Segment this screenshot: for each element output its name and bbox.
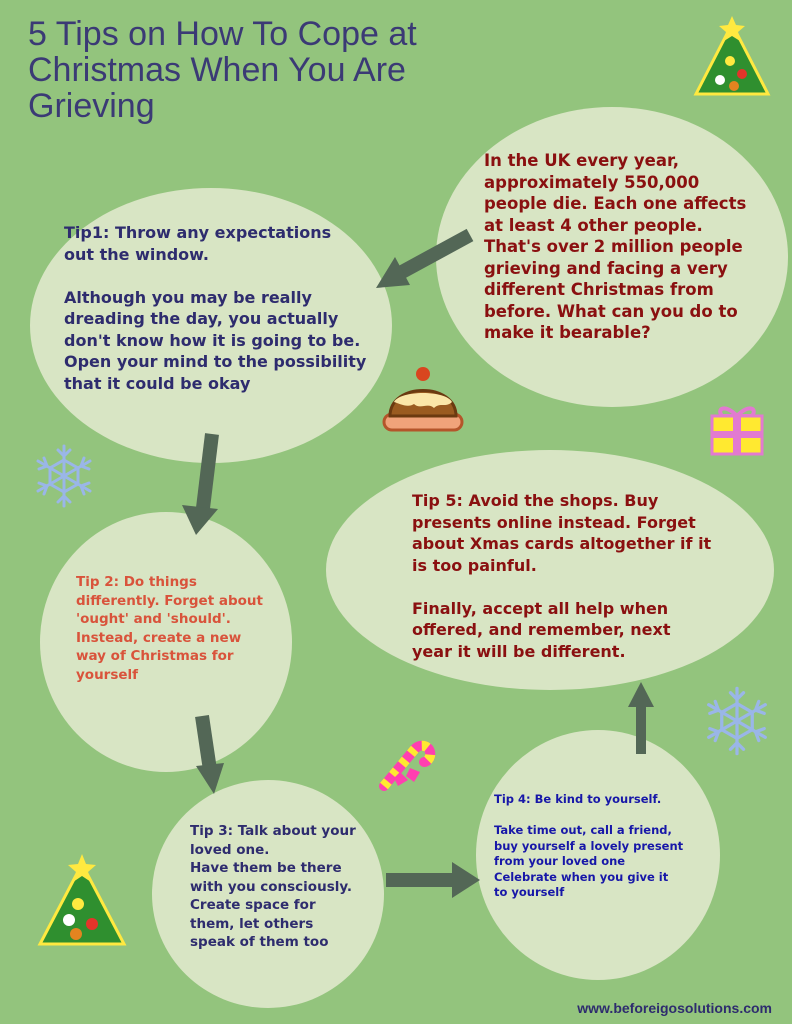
page-title: 5 Tips on How To Cope at Christmas When …	[28, 15, 417, 125]
arrow-tip3-to-tip4	[386, 862, 480, 898]
footer-url[interactable]: www.beforeigosolutions.com	[577, 1000, 772, 1016]
tip4-text: Tip 4: Be kind to yourself. Take time ou…	[494, 792, 684, 899]
arrow-tip4-to-tip5	[628, 682, 654, 754]
tip3-text: Tip 3: Talk about your loved one. Have t…	[190, 823, 356, 950]
arrow-intro-to-tip1	[376, 228, 474, 288]
tip1-bubble	[30, 188, 392, 463]
gift-icon	[710, 406, 764, 456]
christmas-tree-icon	[693, 16, 771, 96]
intro-bubble	[436, 107, 788, 407]
tip2-text: Tip 2: Do things differently. Forget abo…	[76, 574, 263, 683]
snowflake-icon	[707, 686, 767, 756]
snowflake-icon	[36, 444, 92, 508]
christmas-tree-icon	[37, 854, 127, 946]
tip2-bubble	[40, 512, 292, 772]
tip5-bubble	[326, 450, 774, 690]
intro-text: In the UK every year, approximately 550,…	[484, 151, 747, 342]
arrow-tip1-to-tip2	[182, 433, 219, 535]
candy-cane-icon	[379, 740, 436, 791]
tip5-text: Tip 5: Avoid the shops. Buy presents onl…	[412, 491, 712, 661]
tip1-text: Tip1: Throw any expectations out the win…	[64, 223, 367, 393]
tip3-bubble	[152, 780, 384, 1008]
arrow-tip2-to-tip3	[195, 714, 224, 794]
tip4-bubble	[476, 730, 720, 980]
pudding-icon	[382, 367, 464, 432]
